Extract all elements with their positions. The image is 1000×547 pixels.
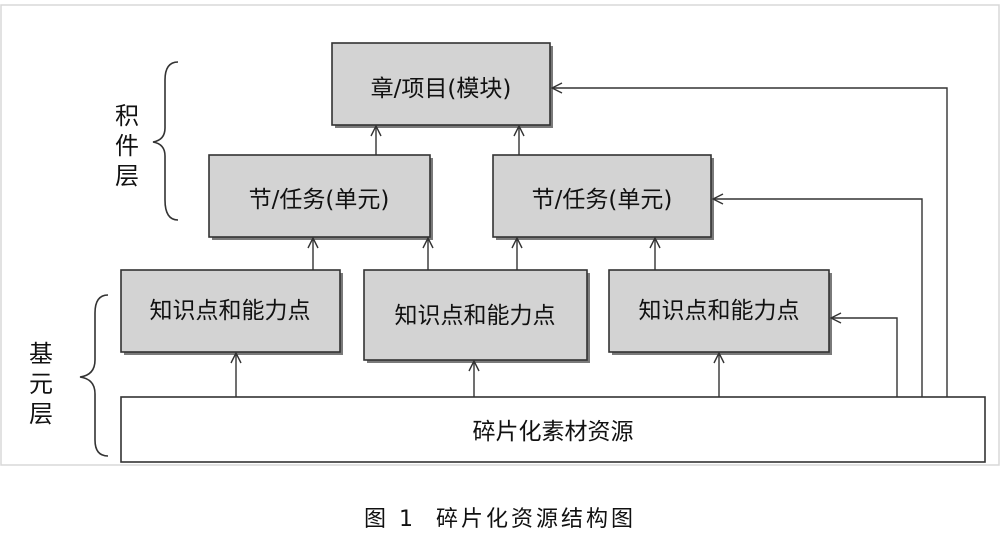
section-label-right: 节/任务(单元) [532, 187, 673, 213]
resources-label: 碎片化素材资源 [473, 419, 634, 445]
chapter-box [331, 42, 551, 126]
connector-arrows [236, 88, 948, 397]
arrow-res-to-k3-side [831, 318, 898, 397]
base-layer-label: 基 元 层 [29, 340, 53, 428]
component-layer-brace [152, 61, 179, 221]
section-label-left: 节/任务(单元) [249, 187, 390, 213]
figure-frame [0, 4, 1000, 466]
knowledge-box-3 [608, 269, 830, 353]
base-layer-brace [79, 294, 109, 457]
arrow-res-to-section-right [713, 199, 923, 397]
component-layer-char-3: 层 [115, 162, 139, 190]
arrow-res-to-chapter [552, 88, 948, 397]
knowledge-label-2: 知识点和能力点 [395, 303, 556, 329]
base-layer-char-1: 基 [29, 340, 53, 368]
base-layer-char-3: 层 [29, 400, 53, 428]
knowledge-label-3: 知识点和能力点 [639, 298, 800, 324]
knowledge-label-1: 知识点和能力点 [150, 298, 311, 324]
component-layer-label: 积 件 层 [115, 102, 139, 190]
section-box-right [492, 154, 712, 238]
chapter-label: 章/项目(模块) [371, 76, 512, 102]
figure-caption: 图 1 碎片化资源结构图 [364, 507, 636, 532]
component-layer-char-2: 件 [115, 132, 139, 160]
base-layer-char-2: 元 [29, 370, 53, 398]
component-layer-char-1: 积 [115, 102, 139, 130]
section-box-left [208, 154, 431, 238]
resources-bar [120, 396, 986, 463]
